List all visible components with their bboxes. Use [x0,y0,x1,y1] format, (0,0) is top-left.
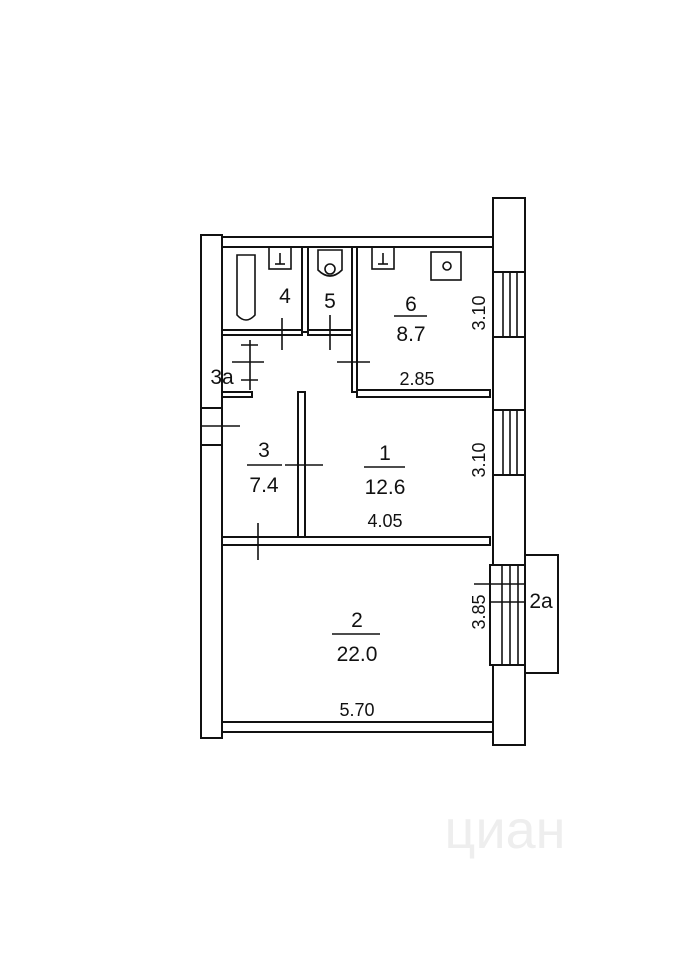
wall [351,246,358,393]
sink-icon [371,246,395,270]
bottom-wall [221,721,494,733]
watermark: циан [445,800,566,860]
wall [221,536,491,546]
room-2-width: 5.70 [339,700,374,720]
wall [356,389,491,398]
wall [307,329,355,336]
room-2-depth: 3.85 [469,594,489,629]
room-6-number: 6 [405,293,417,316]
sink-icon [268,246,292,270]
room-3-number: 3 [258,439,270,462]
left-wall [200,234,223,739]
room-6-depth: 3.10 [469,295,489,330]
room-6-width: 2.85 [399,369,434,389]
room-1-depth: 3.10 [469,442,489,477]
balcony-2a-label: 2а [529,590,553,613]
window [200,407,240,446]
room-4-number: 4 [279,285,291,308]
wall [221,329,303,336]
room-3a-label: 3а [210,366,234,389]
room-6-area: 8.7 [396,323,425,346]
room-5-number: 5 [324,290,336,313]
door-marks [232,315,370,560]
window [492,409,526,476]
toilet-icon [317,249,343,277]
balcony [524,554,559,674]
top-wall [221,236,494,248]
room-1-area: 12.6 [365,476,406,499]
room-3-area: 7.4 [249,474,279,497]
room-2-number: 2 [351,609,363,632]
stove-icon [430,251,462,281]
wall [301,246,309,333]
room-2-area: 22.0 [337,643,378,666]
bathtub-icon [236,254,256,321]
window [492,271,526,338]
room-1-number: 1 [379,442,391,465]
wall [221,391,253,398]
wall [297,391,306,541]
room-1-width: 4.05 [367,511,402,531]
